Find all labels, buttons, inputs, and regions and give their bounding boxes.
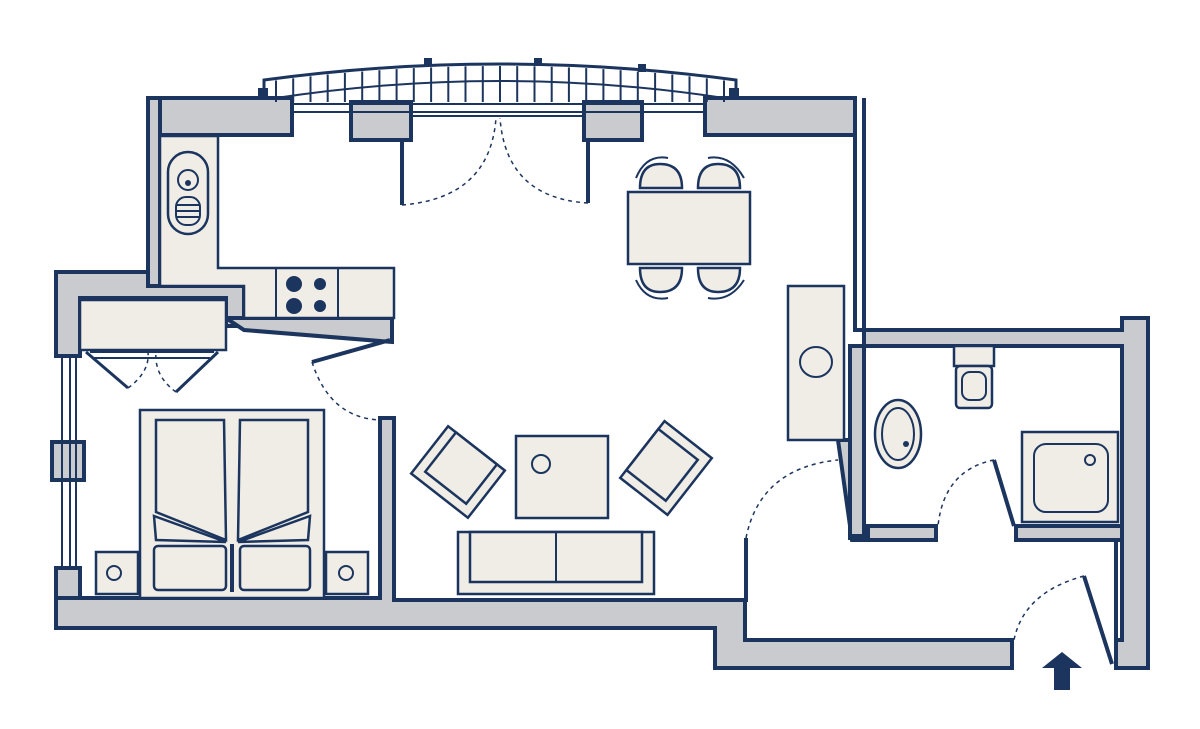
cooktop-icon: [286, 276, 326, 314]
sofa-icon: [456, 530, 656, 596]
wall-top-left: [146, 96, 294, 137]
bathroom-door-swing: [937, 459, 995, 527]
wall-bathroom-left: [848, 344, 866, 538]
wall-bathroom-top: [862, 316, 1150, 670]
windows: [61, 58, 739, 568]
entrance-door-leaf: [1082, 575, 1114, 665]
kitchen-counter: [158, 134, 396, 320]
living-door-swing: [311, 361, 381, 421]
balcony-balusters: [275, 66, 725, 102]
balcony-post-4: [534, 58, 542, 66]
wall-pillar-left: [349, 100, 413, 142]
wall-bottom: [54, 416, 1014, 670]
sink-icon: [166, 150, 210, 236]
toilet-icon: [952, 344, 996, 410]
living-door-leaf: [311, 338, 391, 364]
wardrobe-door-left: [85, 350, 129, 390]
balcony-post-5: [638, 64, 646, 72]
wall-top-right: [703, 96, 857, 137]
wall-window-pillar: [50, 440, 86, 482]
wardrobe: [78, 298, 228, 352]
armchair-icon: [618, 419, 714, 517]
washbasin-icon: [873, 398, 923, 470]
sideboard: [786, 284, 846, 442]
living-area: [409, 284, 846, 596]
wardrobe-door-right: [174, 350, 220, 394]
bathroom-door-leaf: [992, 459, 1016, 527]
coffee-table: [514, 434, 610, 520]
wall-kitchen-left: [146, 96, 162, 288]
shower-tray-icon: [1020, 430, 1120, 524]
balcony-post-3: [424, 58, 432, 66]
balcony-door-right-swing: [499, 117, 589, 204]
doors: [311, 117, 1114, 665]
wall-kitchen-counter: [219, 316, 394, 345]
wardrobe-swing-right: [155, 351, 177, 393]
chair-bottom-left: [635, 266, 684, 300]
dining-area: [626, 156, 752, 300]
chair-top-right: [696, 156, 745, 190]
balcony-post-2: [729, 88, 739, 98]
wall-pillar-right: [582, 100, 644, 142]
hall-door-swing: [745, 459, 839, 539]
nightstand-right: [324, 550, 370, 596]
entrance-arrow-icon: [1042, 652, 1082, 690]
nightstand-left: [94, 550, 140, 596]
armchair-icon: [409, 424, 507, 520]
kitchen: [158, 134, 396, 320]
sleeping-area: [78, 298, 370, 600]
entrance-door-swing: [1013, 575, 1085, 641]
wall-bathroom-lower: [1014, 524, 1124, 542]
chair-top-left: [635, 156, 684, 190]
bathroom: [873, 344, 1120, 524]
bed-icon: [138, 408, 326, 600]
balcony-railing: [262, 62, 738, 96]
wall-right-main: [853, 98, 866, 332]
dining-table-icon: [626, 190, 752, 266]
balcony-door-left-swing: [401, 117, 497, 206]
chair-bottom-right: [696, 266, 745, 300]
balcony-post-1: [258, 88, 268, 98]
walls: [50, 96, 1150, 670]
